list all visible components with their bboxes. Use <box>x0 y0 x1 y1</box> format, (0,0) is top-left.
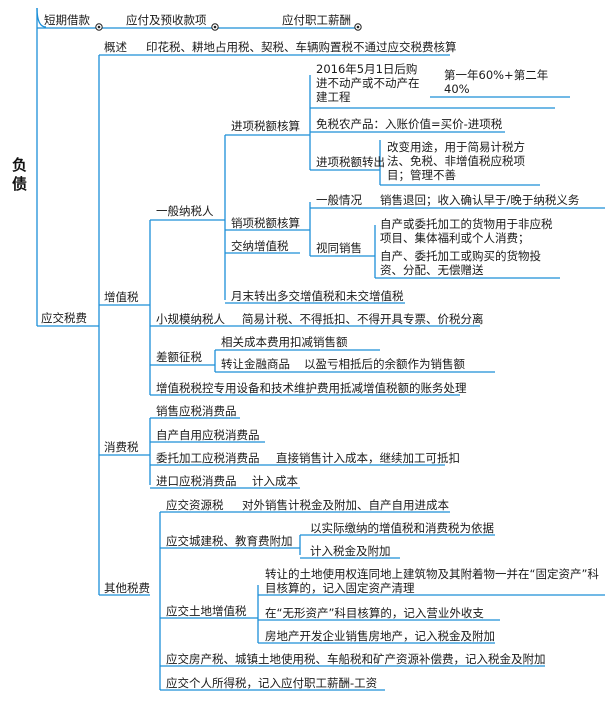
node-estate-text[interactable]: 2016年5月1日后购进不动产或不动产在建工程 <box>316 62 420 104</box>
node-input-tax[interactable]: 进项税额核算 <box>231 119 300 133</box>
node-land-3[interactable]: 房地产开发企业销售房地产，记入税金及附加 <box>265 629 495 643</box>
node-vat[interactable]: 增值税 <box>104 290 139 304</box>
node-diff-tax[interactable]: 差额征税 <box>156 350 202 364</box>
node-payables[interactable]: 应付及预收款项 <box>126 13 207 27</box>
node-consumption-tax[interactable]: 消费税 <box>104 440 139 454</box>
node-normal-case[interactable]: 一般情况 <box>316 193 362 207</box>
node-vat-paid[interactable]: 交纳增值税 <box>231 239 289 253</box>
node-city-basis[interactable]: 以实际缴纳的增值税和消费税为依据 <box>310 521 494 535</box>
node-deemed-1[interactable]: 自产或委托加工的货物用于非应税项目、集体福利或个人消费； <box>380 217 553 245</box>
node-deemed-sales[interactable]: 视同销售 <box>316 241 362 255</box>
node-property-tax[interactable]: 应交房产税、城镇土地使用税、车船税和矿产资源补偿费，记入税金及附加 <box>166 652 546 666</box>
node-other-taxes[interactable]: 其他税费 <box>104 581 150 595</box>
node-short-term-loan[interactable]: 短期借款 <box>44 13 90 27</box>
node-overview-text[interactable]: 印花税、耕地占用税、契税、车辆购置税不通过应交税费核算 <box>146 40 457 54</box>
node-city-account[interactable]: 计入税金及附加 <box>310 544 391 558</box>
node-land-2[interactable]: 在“无形资产”科目核算的，记入营业外收支 <box>265 606 484 620</box>
node-resource-tax[interactable]: 应交资源税 <box>166 498 224 512</box>
node-farm-products[interactable]: 免税农产品：入账价值=买价-进项税 <box>316 117 503 131</box>
node-land-tax[interactable]: 应交土地增值税 <box>166 604 247 618</box>
node-entrusted[interactable]: 委托加工应税消费品 <box>156 451 260 465</box>
node-self-use[interactable]: 自产自用应税消费品 <box>156 428 260 442</box>
node-fin-text[interactable]: 以盈亏相抵后的余额作为销售额 <box>304 357 465 371</box>
node-general-taxpayer[interactable]: 一般纳税人 <box>156 204 214 218</box>
node-output-tax[interactable]: 销项税额核算 <box>231 216 300 230</box>
node-payroll[interactable]: 应付职工薪酬 <box>282 13 351 27</box>
node-input-transfer[interactable]: 进项税额转出 <box>316 155 385 169</box>
node-small-taxpayer[interactable]: 小规模纳税人 <box>156 312 225 326</box>
node-entrusted-text[interactable]: 直接销售计入成本，继续加工可抵扣 <box>276 451 460 465</box>
node-transfer-text[interactable]: 改变用途，用于简易计税方法、免税、非增值税应税项目；管理不善 <box>387 140 525 182</box>
root-topic: 负债 <box>12 156 28 193</box>
node-imported[interactable]: 进口应税消费品 <box>156 474 237 488</box>
node-imported-text[interactable]: 计入成本 <box>252 474 298 488</box>
node-resource-text[interactable]: 对外销售计税金及附加、自产自用进成本 <box>242 498 449 512</box>
node-personal-tax[interactable]: 应交个人所得税，记入应付职工薪酬-工资 <box>166 676 378 690</box>
node-overview[interactable]: 概述 <box>104 40 127 54</box>
node-diff-cost[interactable]: 相关成本费用扣减销售额 <box>221 335 348 349</box>
node-estate-ratio[interactable]: 第一年60%+第二年40% <box>444 68 549 96</box>
node-land-1[interactable]: 转让的土地使用权连同地上建筑物及其附着物一并在“固定资产”科目核算的，记入固定资… <box>265 567 599 595</box>
node-month-end[interactable]: 月末转出多交增值税和未交增值税 <box>231 289 404 303</box>
node-small-text[interactable]: 简易计税、不得抵扣、不得开具专票、价税分离 <box>242 312 484 326</box>
node-deemed-2[interactable]: 自产、委托加工或购买的货物投资、分配、无偿赠送 <box>380 249 541 277</box>
node-sale-goods[interactable]: 销售应税消费品 <box>156 404 237 418</box>
node-equipment[interactable]: 增值税税控专用设备和技术维护费用抵减增值税额的账务处理 <box>156 381 467 395</box>
node-normal-text[interactable]: 销售退回；收入确认早于/晚于纳税义务 <box>380 193 580 207</box>
node-city-tax[interactable]: 应交城建税、教育费附加 <box>166 534 293 548</box>
node-fin-products[interactable]: 转让金融商品 <box>221 357 290 371</box>
node-taxes-payable[interactable]: 应交税费 <box>41 311 87 325</box>
